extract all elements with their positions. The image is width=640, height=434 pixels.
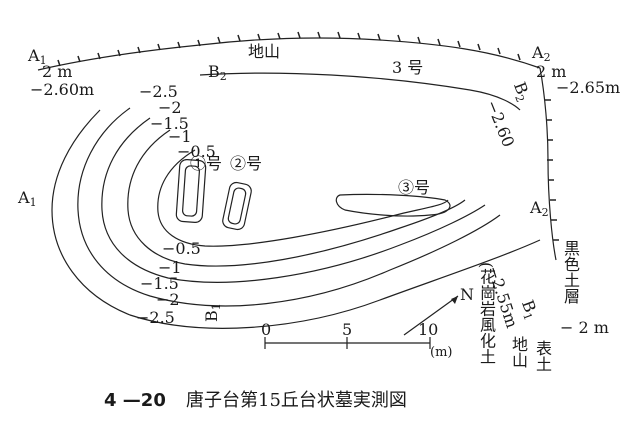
- chizan-label: 地山: [248, 42, 281, 61]
- contour-label: −1: [168, 127, 192, 146]
- north-label: N: [460, 285, 474, 304]
- grave-3-label: ③号: [398, 178, 431, 197]
- contour-label: −1.5: [140, 274, 179, 293]
- elevation-label: − 2 m: [560, 318, 609, 337]
- contour-line-1: [127, 129, 466, 267]
- mound-top-edge: [37, 37, 541, 71]
- scale-tick-0: 0: [261, 320, 272, 339]
- elevation-label: 2 m: [42, 62, 73, 81]
- soil-label-chizan: 地山: [509, 336, 528, 368]
- mound-right-edge: [539, 67, 557, 261]
- north-arrow-head: [451, 296, 458, 304]
- grave-2-inner: [227, 187, 247, 225]
- grave-1-label: ①号: [190, 154, 223, 173]
- grave-1-outline: [175, 159, 207, 223]
- soil-label-black: 黒色土層: [561, 240, 580, 304]
- elevation-label: −2.60m: [30, 80, 95, 99]
- contour-label: −1: [158, 258, 182, 277]
- contour-label: −0.5: [177, 142, 216, 161]
- contour-line-0-5: [157, 149, 449, 247]
- scale-unit: (m): [430, 345, 453, 360]
- point-b2-top: B2: [208, 62, 227, 83]
- elevation-label: 2 m: [536, 62, 567, 81]
- contour-label: −2.5: [136, 308, 175, 327]
- soil-label-granite: (花崗岩風化土: [477, 262, 496, 365]
- grave-3-outline: [335, 193, 451, 217]
- contour-upper-right: [199, 72, 521, 111]
- north-arrow-line: [403, 295, 459, 336]
- contour-line-2-5: [51, 109, 541, 329]
- contour-line-1-5: [101, 117, 486, 283]
- point-b1-bottom: B1: [202, 303, 223, 322]
- contour-line-2: [77, 107, 501, 307]
- point-a2-top: A2: [532, 43, 551, 64]
- contour-label: −2: [156, 290, 180, 309]
- point-a1-top: A1: [28, 46, 47, 67]
- scale-bar: [264, 337, 431, 349]
- scale-tick-5: 5: [342, 320, 353, 339]
- edge-hatching: [57, 31, 559, 241]
- grave-2-outline: [222, 181, 252, 231]
- elevation-label: −2.65m: [556, 78, 621, 97]
- scale-tick-10: 10: [418, 320, 439, 339]
- soil-label-surface: 表土: [533, 340, 552, 372]
- point-a1-left: A1: [18, 188, 37, 209]
- contour-label: −0.5: [162, 239, 201, 258]
- grave-2-label: ②号: [230, 154, 263, 173]
- contour-label: −1.5: [150, 114, 189, 133]
- contour-label: −2.5: [139, 82, 178, 101]
- grave-1-inner: [182, 165, 200, 217]
- figure-number: 4 —20: [104, 390, 166, 411]
- point-a2-right: A2: [530, 198, 549, 219]
- contour-label: −2: [158, 98, 182, 117]
- mound-3-label: 3 号: [392, 58, 424, 77]
- figure-title: 唐子台第15丘台状墓実測図: [186, 390, 407, 411]
